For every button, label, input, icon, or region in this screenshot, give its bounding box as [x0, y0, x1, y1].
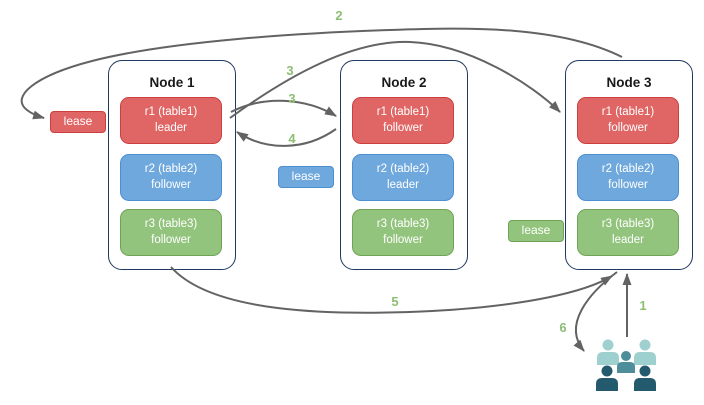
node-3-replica-r1: r1 (table1) follower [577, 97, 679, 144]
replica-name: r1 (table1) [376, 106, 430, 119]
node-2: Node 2 r1 (table1) follower r2 (table2) … [340, 60, 468, 270]
step-label-5: 5 [391, 294, 399, 309]
arrow-step6-node3-to-clients [573, 271, 618, 352]
replica-name: r3 (table3) [144, 218, 198, 231]
lease-table1-label: lease [50, 111, 106, 133]
node-1-replica-r2: r2 (table2) follower [120, 154, 222, 201]
step-label-1: 1 [639, 298, 647, 313]
replica-role: follower [608, 121, 648, 134]
node-1: Node 1 r1 (table1) leader r2 (table2) fo… [108, 60, 236, 270]
step-label-6: 6 [559, 320, 567, 335]
node-3-replica-r2: r2 (table2) follower [577, 154, 679, 201]
replica-name: r3 (table3) [376, 218, 430, 231]
replica-name: r1 (table1) [601, 106, 655, 119]
replica-role: follower [608, 178, 648, 191]
node-2-replica-r1: r1 (table1) follower [352, 97, 454, 144]
replica-role: follower [383, 233, 423, 246]
node-1-replica-r3: r3 (table3) follower [120, 209, 222, 256]
users-group-icon [596, 339, 656, 391]
step-label-3b: 3 [288, 91, 296, 106]
arrow-step3-node1-to-node2 [230, 99, 337, 117]
replica-role: follower [383, 121, 423, 134]
node-1-replica-r1: r1 (table1) leader [120, 97, 222, 144]
replica-name: r2 (table2) [601, 163, 655, 176]
replica-name: r1 (table1) [144, 106, 198, 119]
step-label-4: 4 [288, 131, 296, 146]
replica-role: leader [155, 121, 187, 134]
node-3: Node 3 r1 (table1) follower r2 (table2) … [565, 60, 693, 270]
node-1-title: Node 1 [149, 75, 195, 90]
node-2-replica-r3: r3 (table3) follower [352, 209, 454, 256]
replica-role: leader [387, 178, 419, 191]
replica-role: follower [151, 178, 191, 191]
step-label-2: 2 [335, 8, 343, 23]
replica-role: leader [612, 233, 644, 246]
lease-table3-label: lease [508, 220, 564, 242]
replica-name: r3 (table3) [601, 218, 655, 231]
node-2-replica-r2: r2 (table2) leader [352, 154, 454, 201]
lease-table2-label: lease [278, 166, 334, 188]
replica-name: r2 (table2) [144, 163, 198, 176]
node-3-title: Node 3 [606, 75, 652, 90]
replica-role: follower [151, 233, 191, 246]
node-3-replica-r3: r3 (table3) leader [577, 209, 679, 256]
node-2-title: Node 2 [381, 75, 427, 90]
step-label-3a: 3 [286, 63, 294, 78]
replica-name: r2 (table2) [376, 163, 430, 176]
